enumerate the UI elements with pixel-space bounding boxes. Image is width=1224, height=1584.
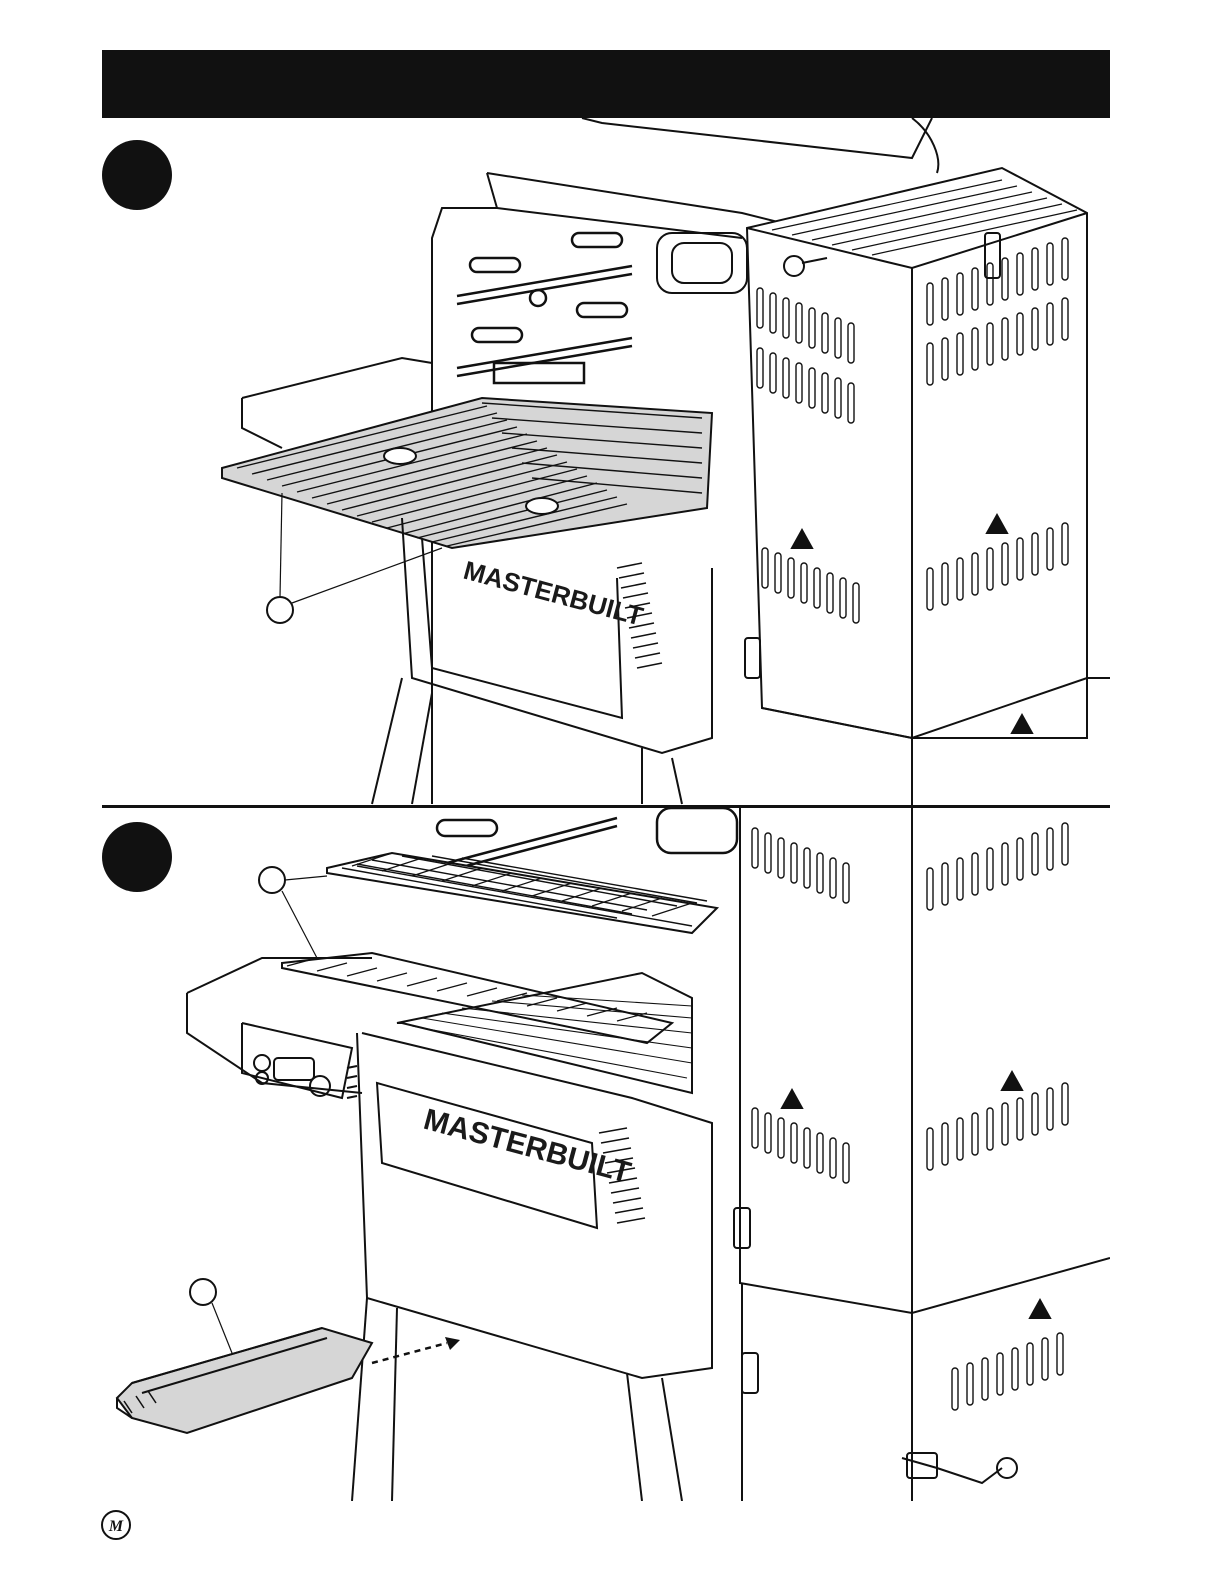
brand-label-bottom: MASTERBUILT (420, 1103, 634, 1190)
section-header-bar (102, 50, 1110, 118)
step-2-illustration: MASTERBUILT (102, 808, 1110, 1501)
svg-text:M: M (108, 1518, 124, 1535)
step-1-illustration: MASTERBUILT (102, 118, 1110, 805)
masterbuilt-logo-icon: M (100, 1509, 132, 1541)
